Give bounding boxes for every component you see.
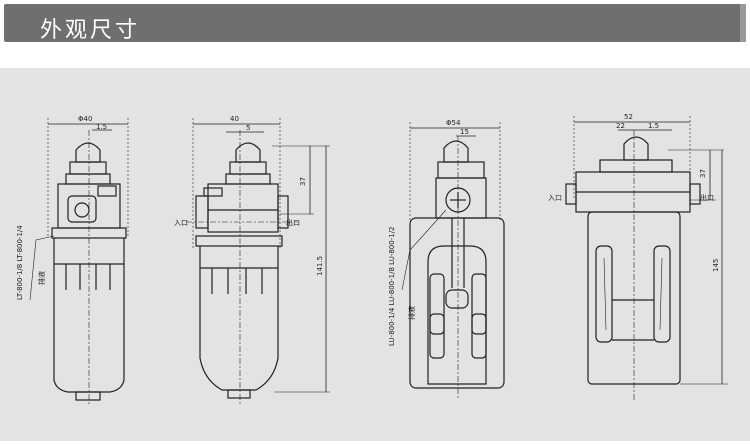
v3-port-label: LU-800-1/4 LU-800-1/8 LU-800-1/2 [388, 226, 396, 346]
v2-width-dim: 40 [230, 115, 239, 123]
section-header: 外观尺寸 [0, 0, 750, 46]
v3-small-dim: 15 [460, 128, 469, 136]
v4-height-total-dim: 145 [712, 259, 720, 272]
view-4-lubricator-side [565, 116, 728, 400]
v1-width-dim: Φ40 [78, 115, 92, 123]
v3-width-dim: Φ54 [446, 119, 461, 127]
view-3-lubricator-front [401, 122, 505, 400]
v1-drain-label: 排液 [37, 271, 46, 285]
v4-dim-b: 1.5 [648, 122, 659, 130]
v4-height-top-dim: 37 [699, 169, 707, 178]
v3-drain-label: 排液 [407, 306, 416, 320]
view-2-filter-side [186, 118, 330, 405]
v4-dim-a: 22 [616, 122, 625, 130]
v2-small-dim: 5 [246, 124, 250, 132]
v4-outlet-label: 出口 [700, 193, 714, 202]
drawing-canvas: Φ40 1.5 LT-800-1/8 LT-800-1/4 排液 40 5 37… [0, 68, 750, 441]
view-1-filter-front [29, 118, 129, 405]
v1-port-label: LT-800-1/8 LT-800-1/4 [16, 225, 24, 300]
v2-height-top-dim: 37 [299, 177, 307, 186]
section-header-bar: 外观尺寸 [4, 4, 746, 43]
header-accent [740, 4, 746, 42]
v2-outlet-label: 出口 [286, 218, 300, 227]
v4-width-dim: 52 [624, 113, 633, 121]
v2-inlet-label: 入口 [174, 219, 188, 227]
v1-small-dim: 1.5 [96, 123, 107, 131]
v4-inlet-label: 入口 [548, 194, 562, 202]
technical-drawing: Φ40 1.5 LT-800-1/8 LT-800-1/4 排液 40 5 37… [16, 113, 728, 405]
v2-height-total-dim: 141.5 [316, 256, 324, 276]
section-title: 外观尺寸 [40, 18, 141, 43]
